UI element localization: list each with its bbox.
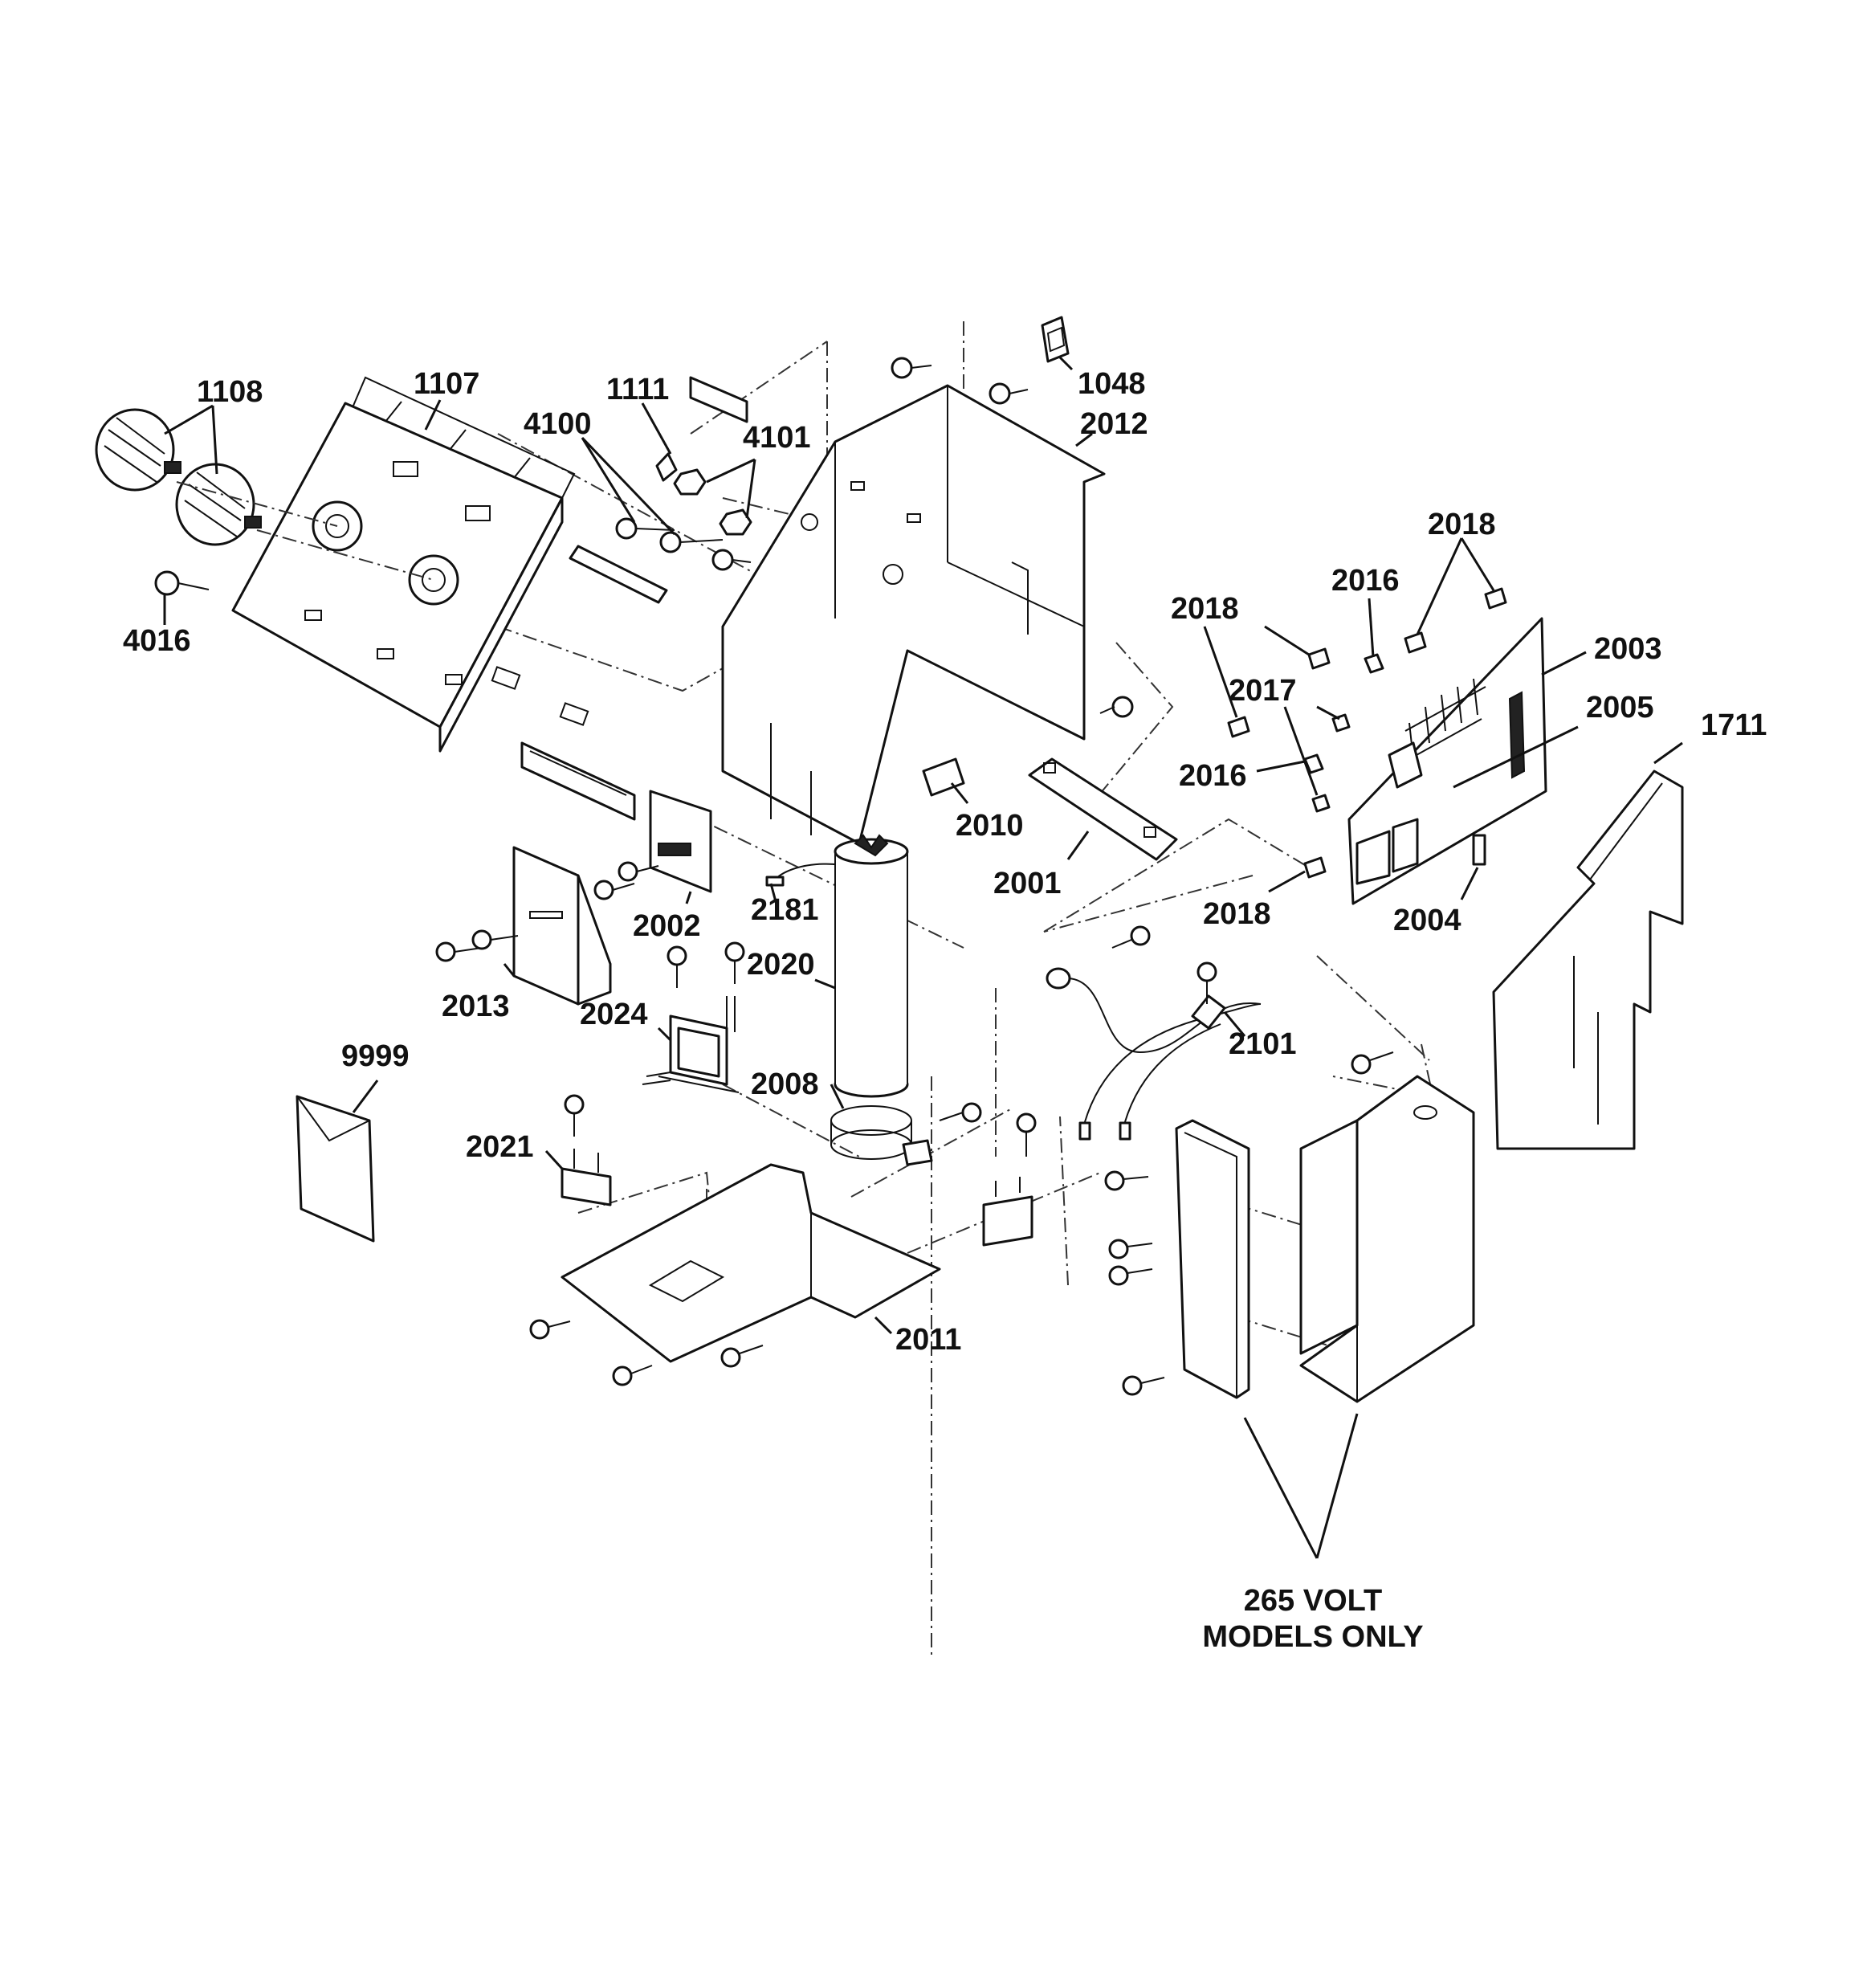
- callout-1111: 1111: [606, 373, 669, 406]
- callout-1711: 1711: [1701, 708, 1767, 742]
- note-line-1: 265 VOLT: [1244, 1584, 1382, 1618]
- tabs-under-panel: [491, 666, 589, 726]
- screws-2013: [435, 861, 659, 962]
- wire-harness-2101: [1046, 967, 1262, 1141]
- screws-2024: [667, 941, 745, 988]
- literature-9999: [296, 1095, 375, 1243]
- knob-1108-lower: [175, 463, 262, 546]
- callout-4016: 4016: [123, 624, 191, 658]
- box-2013: [512, 846, 612, 1006]
- side-panel-1711: [1492, 769, 1684, 1150]
- callout-2012: 2012: [1080, 407, 1148, 441]
- screws-4100: [615, 517, 724, 553]
- callout-2018-a: 2018: [1171, 592, 1239, 626]
- control-panel-1107: [231, 376, 576, 753]
- bar-lower: [520, 741, 636, 821]
- callouts: 1108 1107 1111 4100 4101 1048 2012 4016 …: [123, 367, 1767, 1357]
- pcb-2003: [1347, 617, 1547, 905]
- component-2004: [1472, 834, 1486, 866]
- callout-1108: 1108: [197, 375, 263, 409]
- callout-2016-a: 2016: [1331, 564, 1400, 598]
- voltage-note: 265 VOLT MODELS ONLY: [1202, 1584, 1423, 1654]
- housing-screws: [711, 357, 1134, 718]
- screw-2021: [564, 1094, 585, 1137]
- callout-1107: 1107: [414, 367, 479, 401]
- capacitor-2020: [834, 834, 909, 1098]
- callout-2008: 2008: [751, 1067, 819, 1101]
- plate-2001: [1028, 757, 1178, 861]
- screws-2011: [529, 1319, 764, 1386]
- callout-2001: 2001: [993, 867, 1062, 900]
- screw-2008: [939, 1102, 982, 1123]
- screw-relay-right: [1016, 1112, 1037, 1157]
- callout-2003: 2003: [1594, 632, 1662, 666]
- connectors-2018: [1227, 587, 1507, 879]
- screw-2101: [1111, 925, 1217, 1004]
- control-box-housing-2012: [721, 384, 1106, 845]
- callout-1048: 1048: [1078, 367, 1146, 401]
- callout-2101: 2101: [1229, 1027, 1297, 1061]
- callout-2013: 2013: [442, 990, 510, 1023]
- callout-2005: 2005: [1586, 691, 1654, 725]
- callout-2016-b: 2016: [1179, 759, 1247, 793]
- switch-1048: [1041, 316, 1070, 363]
- callout-2181: 2181: [751, 893, 819, 927]
- relay-right: [982, 1177, 1033, 1247]
- callout-2018-b: 2018: [1428, 508, 1496, 541]
- callout-2018-c: 2018: [1203, 897, 1271, 931]
- callout-2002: 2002: [633, 909, 701, 943]
- grommet-4016: [154, 570, 210, 596]
- clip-1111: [655, 452, 678, 482]
- callout-9999: 9999: [341, 1039, 410, 1073]
- connectors-2016: [1303, 653, 1384, 774]
- note-line-2: MODELS ONLY: [1202, 1620, 1423, 1654]
- callout-4101: 4101: [743, 421, 811, 455]
- callout-2011: 2011: [895, 1323, 961, 1357]
- relay-2021: [561, 1149, 612, 1206]
- callout-2010: 2010: [956, 809, 1024, 843]
- callout-2021: 2021: [466, 1130, 534, 1164]
- block-top: [689, 376, 748, 423]
- transformer-2024: [642, 996, 740, 1093]
- callout-2017: 2017: [1229, 674, 1297, 708]
- callout-2024: 2024: [580, 998, 648, 1031]
- connectors-2017: [1311, 713, 1351, 813]
- screws-265v: [1104, 1051, 1394, 1396]
- strap-2008: [830, 1105, 933, 1166]
- callout-2004: 2004: [1393, 904, 1461, 937]
- bar-upper: [569, 545, 668, 604]
- nuts-4101: [673, 468, 752, 536]
- cover-265v-right: [1299, 1075, 1475, 1403]
- leader-lines: [163, 356, 1683, 1559]
- cover-265v-left: [1175, 1119, 1250, 1399]
- pcb-2002: [649, 790, 712, 893]
- base-plate-2011: [561, 1163, 941, 1363]
- callout-2020: 2020: [747, 948, 815, 982]
- callout-4100: 4100: [524, 407, 592, 441]
- knob-1108-upper: [95, 408, 181, 492]
